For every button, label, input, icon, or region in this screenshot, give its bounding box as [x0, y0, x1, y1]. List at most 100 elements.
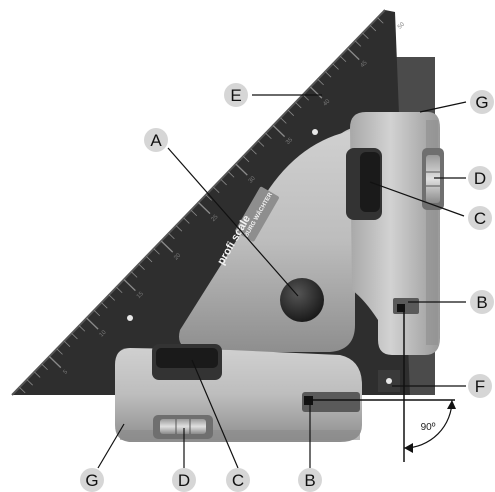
- ruler-tick: [101, 302, 108, 309]
- arc-arrow-top: [447, 400, 456, 409]
- callout-letter: B: [304, 471, 315, 490]
- callout-circle: [80, 468, 104, 492]
- callout-letter: C: [232, 471, 244, 490]
- ruler-tick: [56, 348, 63, 355]
- ruler-tick: [339, 55, 347, 63]
- callout-circle: [172, 468, 196, 492]
- ruler-tick-label: 10: [99, 329, 108, 338]
- leader-C-bottom: [191, 359, 239, 469]
- corner-bracket-hole: [386, 378, 392, 384]
- callout-letter: B: [476, 293, 487, 312]
- ruler-tick: [175, 225, 183, 232]
- vertical-laser-slot: [397, 304, 405, 312]
- ruler-tick: [86, 317, 99, 330]
- ruler-tick: [205, 194, 212, 201]
- vertical-level-vial: [426, 155, 440, 203]
- ruler-tick: [108, 294, 116, 301]
- callout-letter: C: [474, 209, 486, 228]
- angle-label: 90º: [421, 422, 436, 433]
- ruler-tick: [168, 233, 175, 240]
- leader-A: [167, 147, 299, 297]
- callout-circle: [468, 374, 492, 398]
- knob: [280, 278, 324, 322]
- ruler-tick: [280, 117, 287, 124]
- ruler-tick: [123, 279, 136, 292]
- brand-plate: BURG WÄCHTER: [235, 186, 279, 242]
- ruler-tick: [369, 25, 377, 32]
- ruler-tick: [160, 240, 174, 253]
- ruler-tick: [228, 171, 235, 178]
- ruler-tick: [362, 32, 369, 39]
- ruler-tick-label: 45: [360, 60, 369, 69]
- ruler-tick: [250, 148, 257, 155]
- callout-labels: A B B C C D D E F G G: [80, 83, 494, 492]
- callout-circle: [224, 83, 248, 107]
- ruler-tick: [295, 102, 302, 109]
- callout-letter: D: [178, 471, 190, 490]
- leader-lines: [97, 94, 467, 469]
- ruler-tick: [26, 379, 33, 386]
- ruler-tick: [257, 140, 265, 147]
- ruler-tick: [131, 271, 138, 278]
- ruler-tick: [78, 325, 86, 332]
- ruler-tick: [153, 248, 160, 255]
- leader-C-right: [369, 181, 465, 217]
- ruler-tick-label: 25: [211, 214, 220, 223]
- ruler-tick: [272, 125, 286, 138]
- callout-b1: B: [470, 290, 494, 314]
- ruler-tick-label: 20: [173, 252, 182, 261]
- callout-d2: D: [172, 468, 196, 492]
- ruler-hole-bottom: [127, 315, 133, 321]
- callout-b2: B: [298, 468, 322, 492]
- ruler-tick: [190, 209, 198, 217]
- callout-letter: G: [475, 93, 488, 112]
- ruler-tick: [93, 310, 101, 317]
- ruler-tick-label: 5: [62, 369, 69, 376]
- ruler-tick: [138, 263, 145, 270]
- callout-letter: D: [474, 169, 486, 188]
- ruler-tick: [63, 340, 71, 347]
- ruler-tick: [309, 86, 323, 99]
- ruler-tick: [235, 163, 248, 176]
- callout-circle: [144, 128, 168, 152]
- callout-c2: C: [226, 468, 250, 492]
- ruler-tick: [34, 371, 41, 378]
- callout-e: E: [224, 83, 248, 107]
- ruler-tick: [48, 356, 62, 369]
- ruler-tick: [71, 333, 78, 340]
- horizontal-laser-window: [302, 392, 360, 412]
- ruler-tick: [347, 48, 360, 61]
- ruler-tick: [332, 63, 339, 70]
- callout-f: F: [468, 374, 492, 398]
- callout-letter: G: [85, 471, 98, 490]
- callout-a: A: [144, 128, 168, 152]
- ruler-tick: [377, 17, 384, 24]
- ruler-tick: [287, 109, 295, 116]
- callout-circle: [468, 166, 492, 190]
- ruler-tick: [198, 202, 211, 215]
- ruler-tick: [116, 286, 123, 294]
- callout-d1: D: [468, 166, 492, 190]
- leader-G-top: [419, 101, 467, 113]
- horizontal-arm-shade: [120, 430, 360, 440]
- ruler-tick-label: 15: [136, 291, 145, 300]
- ruler-tick: [242, 156, 250, 163]
- callout-circle: [470, 290, 494, 314]
- ruler-tick-label: 40: [322, 98, 331, 107]
- ruler-tick: [183, 217, 190, 224]
- ruler-tick: [220, 179, 227, 186]
- callout-g1: G: [470, 90, 494, 114]
- ruler-tick: [354, 40, 362, 47]
- callout-letter: E: [230, 86, 241, 105]
- callout-circle: [298, 468, 322, 492]
- horizontal-level-vial: [160, 419, 206, 434]
- arc-arrow-left: [404, 443, 413, 453]
- ruler-tick: [146, 256, 153, 263]
- callout-circle: [470, 90, 494, 114]
- ruler-tick: [302, 94, 309, 101]
- ruler-tick: [213, 186, 220, 193]
- callout-c1: C: [468, 206, 492, 230]
- callout-circle: [468, 206, 492, 230]
- ruler-tick-label: 50: [397, 21, 406, 30]
